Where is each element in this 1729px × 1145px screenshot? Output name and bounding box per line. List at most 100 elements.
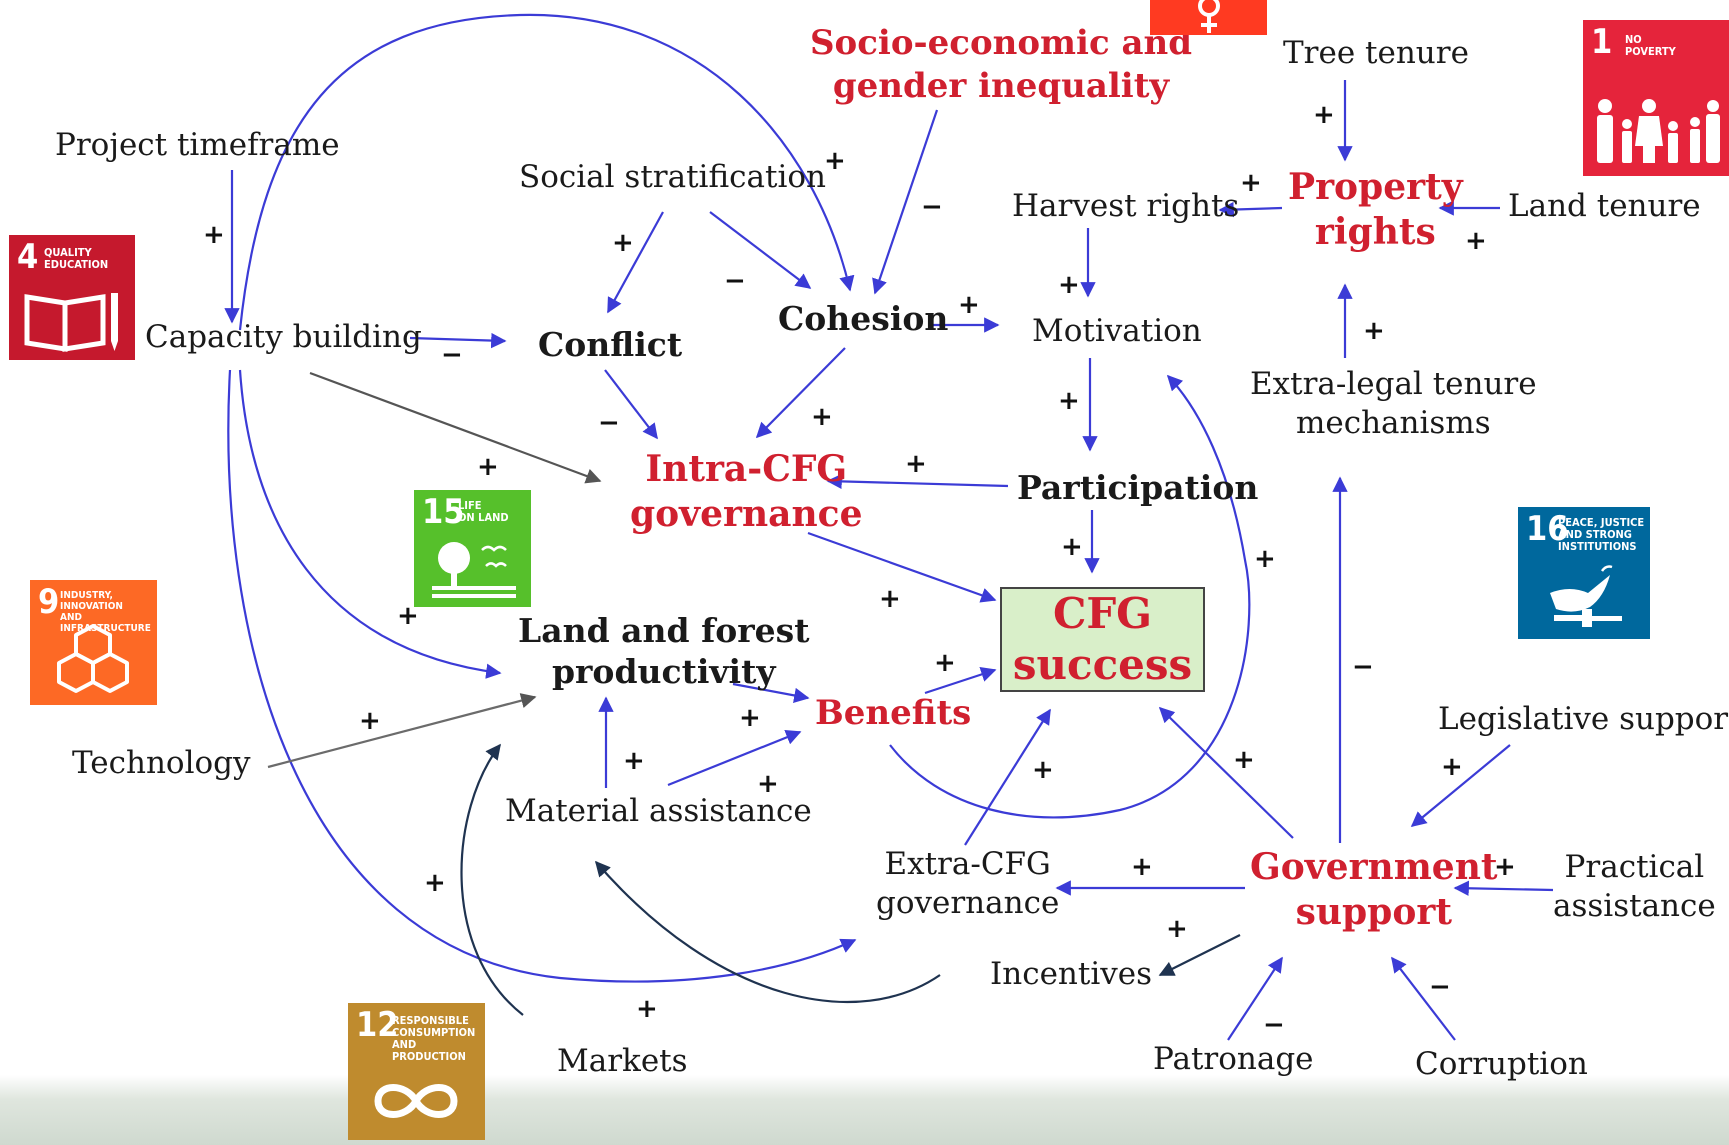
infinity-icon xyxy=(374,1084,458,1118)
cubes-icon xyxy=(57,624,129,693)
arrow-practical-to-government xyxy=(1453,880,1554,896)
node-harvest-rights: Harvest rights xyxy=(1012,188,1240,224)
node-cfg-success-line1: CFG xyxy=(1052,589,1153,639)
node-socio-economic-line1: Socio-economic and xyxy=(810,23,1193,63)
arrow-patronage-to-government xyxy=(1227,956,1283,1041)
sdg1-title: NO POVERTY xyxy=(1625,33,1676,58)
sdg9-title-line2: AND INFRASTRUCTURE xyxy=(60,612,151,634)
node-extra-legal-tenure: Extra-legal tenure mechanisms xyxy=(1250,365,1537,443)
node-incentives: Incentives xyxy=(990,956,1153,992)
polarity-sign: + xyxy=(1494,852,1516,882)
node-cfg-success-line2: success xyxy=(1012,639,1193,689)
sdg16-badge: 16 PEACE, JUSTICE AND STRONG INSTITUTION… xyxy=(1518,507,1650,639)
node-tree-tenure: Tree tenure xyxy=(1283,35,1469,71)
arrow-markets-to-productivity xyxy=(460,743,524,1016)
polarity-sign: − xyxy=(921,192,943,222)
sdg16-title-line3: INSTITUTIONS xyxy=(1558,540,1637,554)
node-participation: Participation xyxy=(1017,468,1259,507)
node-markets: Markets xyxy=(557,1043,688,1079)
polarity-sign: + xyxy=(359,706,381,736)
polarity-sign: + xyxy=(636,994,658,1024)
sdg1-number: 1 xyxy=(1591,22,1613,62)
sdg15-title: LIFE ON LAND xyxy=(458,499,509,525)
polarity-sign: + xyxy=(1131,852,1153,882)
arrow-stratification-to-conflict xyxy=(607,211,664,314)
book-icon xyxy=(24,293,118,352)
node-material-assistance: Material assistance xyxy=(505,793,812,829)
polarity-sign: − xyxy=(1429,972,1451,1002)
polarity-sign: + xyxy=(905,449,927,479)
node-cfg-success: CFG success xyxy=(1000,587,1205,692)
arrow-capacity-to-productivity xyxy=(238,369,502,679)
node-property-rights-line1: Property xyxy=(1288,166,1463,208)
polarity-sign: + xyxy=(1058,270,1080,300)
node-benefits: Benefits xyxy=(815,693,972,733)
polarity-sign: + xyxy=(623,746,645,776)
arrow-legislative-to-government xyxy=(1410,744,1511,827)
arrow-property-to-harvest xyxy=(1218,201,1283,218)
sdg15-badge: 15 LIFE ON LAND xyxy=(414,490,531,607)
arrow-capacity-to-extracfg xyxy=(227,369,857,983)
arrow-government-to-cfg xyxy=(1158,706,1294,839)
node-cohesion: Cohesion xyxy=(778,299,949,338)
gender-icon xyxy=(1198,0,1220,33)
node-extra-legal-line2: mechanisms xyxy=(1295,404,1491,441)
sdg4-title-line1: QUALITY xyxy=(44,246,92,259)
arrow-extracfg-to-cfg xyxy=(964,708,1051,846)
node-conflict: Conflict xyxy=(538,325,683,364)
sdg9-number: 9 xyxy=(38,582,60,622)
node-extra-legal-line1: Extra-legal tenure xyxy=(1250,366,1537,402)
arrow-capacity-to-conflict xyxy=(409,332,507,349)
polarity-sign: + xyxy=(1240,168,1262,198)
node-project-timeframe: Project timeframe xyxy=(55,127,340,163)
bottom-texture-band xyxy=(0,1075,1729,1145)
node-government-support-line2: support xyxy=(1295,891,1452,933)
node-land-forest-line1: Land and forest xyxy=(518,611,810,650)
polarity-sign: + xyxy=(1254,544,1276,574)
arrow-incentives-to-material xyxy=(594,860,941,1004)
polarity-sign: + xyxy=(203,220,225,250)
sdg1-title-line1: NO xyxy=(1625,33,1642,46)
node-capacity-building: Capacity building xyxy=(145,319,422,355)
sdg9-title: INDUSTRY, INNOVATION AND INFRASTRUCTURE xyxy=(60,590,157,634)
arrow-corruption-to-government xyxy=(1391,956,1456,1041)
sdg12-badge: 12 RESPONSIBLE CONSUMPTION AND PRODUCTIO… xyxy=(348,1003,485,1140)
polarity-sign: + xyxy=(1058,386,1080,416)
node-government-support: Government support xyxy=(1250,845,1498,935)
arrow-government-to-incentives xyxy=(1158,934,1241,976)
node-practical-assistance: Practical assistance xyxy=(1553,848,1716,926)
arrow-capacity-to-cohesion-loop xyxy=(238,13,855,331)
sdg9-badge: 9 INDUSTRY, INNOVATION AND INFRASTRUCTUR… xyxy=(30,580,157,705)
polarity-sign: − xyxy=(1263,1010,1285,1040)
node-government-support-line1: Government xyxy=(1250,846,1498,888)
polarity-sign: + xyxy=(1465,226,1487,256)
polarity-sign: − xyxy=(441,340,463,370)
sdg15-number: 15 xyxy=(422,492,465,532)
polarity-sign: + xyxy=(739,703,761,733)
arrow-technology-to-productivity xyxy=(267,693,537,769)
polarity-sign: − xyxy=(598,408,620,438)
node-extra-cfg-line2: governance xyxy=(876,884,1060,921)
sdg12-title-line3: AND PRODUCTION xyxy=(392,1038,466,1064)
polarity-sign: + xyxy=(1166,914,1188,944)
sdg12-title-line1: RESPONSIBLE xyxy=(392,1014,469,1027)
family-icon xyxy=(1597,99,1720,163)
polarity-sign: + xyxy=(958,290,980,320)
sdg15-title-line1: LIFE xyxy=(458,499,482,512)
node-land-tenure: Land tenure xyxy=(1508,188,1701,224)
arrow-intra-to-cfg xyxy=(807,531,997,603)
sdg9-title-line1: INDUSTRY, INNOVATION xyxy=(60,590,123,612)
polarity-sign: + xyxy=(1233,745,1255,775)
sdg12-title: RESPONSIBLE CONSUMPTION AND PRODUCTION xyxy=(392,1014,485,1064)
arrow-benefits-to-cfg xyxy=(924,667,997,695)
node-socio-economic-inequality: Socio-economic and gender inequality xyxy=(810,22,1192,107)
polarity-sign: + xyxy=(1363,316,1385,346)
polarity-sign: + xyxy=(612,228,634,258)
sdg16-title-line1: PEACE, JUSTICE xyxy=(1558,516,1645,529)
sdg15-title-line2: ON LAND xyxy=(458,511,509,525)
sdg4-title-line2: EDUCATION xyxy=(44,258,109,272)
arrow-benefits-to-motivation-loop xyxy=(889,374,1251,819)
polarity-sign: + xyxy=(879,584,901,614)
arrow-stratification-to-cohesion xyxy=(709,211,812,289)
